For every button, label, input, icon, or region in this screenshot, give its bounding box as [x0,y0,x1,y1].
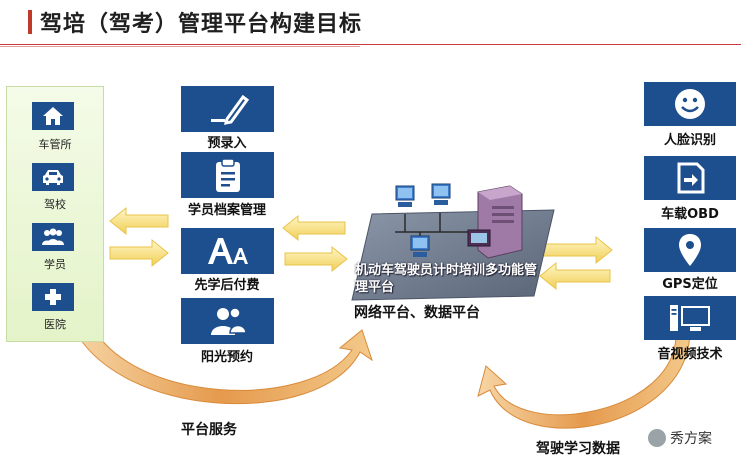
watermark-logo-icon [648,429,666,447]
arrow-to-left-panel [109,206,169,236]
driving-data-curved-arrow [477,329,691,429]
left-item-label: 驾校 [44,198,66,211]
platform-caption: 网络平台、数据平台 [354,305,480,321]
pencil-icon [181,86,274,132]
platform-service-caption: 平台服务 [181,422,237,438]
left-item-label: 学员 [44,258,66,271]
right-item-label: 人脸识别 [663,133,716,148]
users-icon [181,298,274,344]
computer-icon [644,296,736,340]
arrow-to-middle-column [109,238,169,268]
watermark-text: 秀方案 [670,431,712,447]
computer-node-icon [431,183,451,205]
middle-item-label: 学员档案管理 [187,203,266,218]
platform-service-curved-arrow [69,319,373,405]
left-item-label: 车管所 [38,138,72,151]
computer-node-icon [410,235,430,257]
font-size-icon [181,228,274,274]
medical-cross-icon [32,283,74,311]
page-title: 驾培（驾考）管理平台构建目标 [40,12,363,37]
car-icon [32,163,74,191]
network-platform-illustration [351,183,555,301]
right-item-label: 音视频技术 [657,347,723,362]
arrow-to-right-column [541,235,613,265]
right-item-label: GPS定位 [662,277,718,292]
watermark: 秀方案 [648,428,712,448]
location-pin-icon [644,228,736,272]
header-divider [0,44,741,45]
arrow-to-center [284,245,348,273]
right-item-label: 车载OBD [661,207,719,222]
platform-overlay-text: 机动车驾驶员计时培训多功能管理平台 [355,263,538,295]
title-accent-bar [28,10,32,34]
arrow-to-middle-from-center [282,214,346,242]
clipboard-icon [181,152,274,198]
driving-data-caption: 驾驶学习数据 [536,441,620,457]
left-panel-stakeholders: 车管所 驾校 学员 医院 [6,86,104,342]
smiley-face-icon [644,82,736,126]
middle-item-label: 阳光预约 [200,350,253,365]
device-signin-icon [644,156,736,200]
middle-item-label: 先学后付费 [194,278,260,293]
computer-node-icon [395,185,415,207]
house-icon [32,102,74,130]
server-icon [467,185,523,259]
middle-item-label: 预录入 [207,136,247,151]
people-icon [32,223,74,251]
header-divider-secondary [0,46,360,47]
left-item-label: 医院 [44,318,66,331]
arrow-from-right-column [539,261,611,291]
